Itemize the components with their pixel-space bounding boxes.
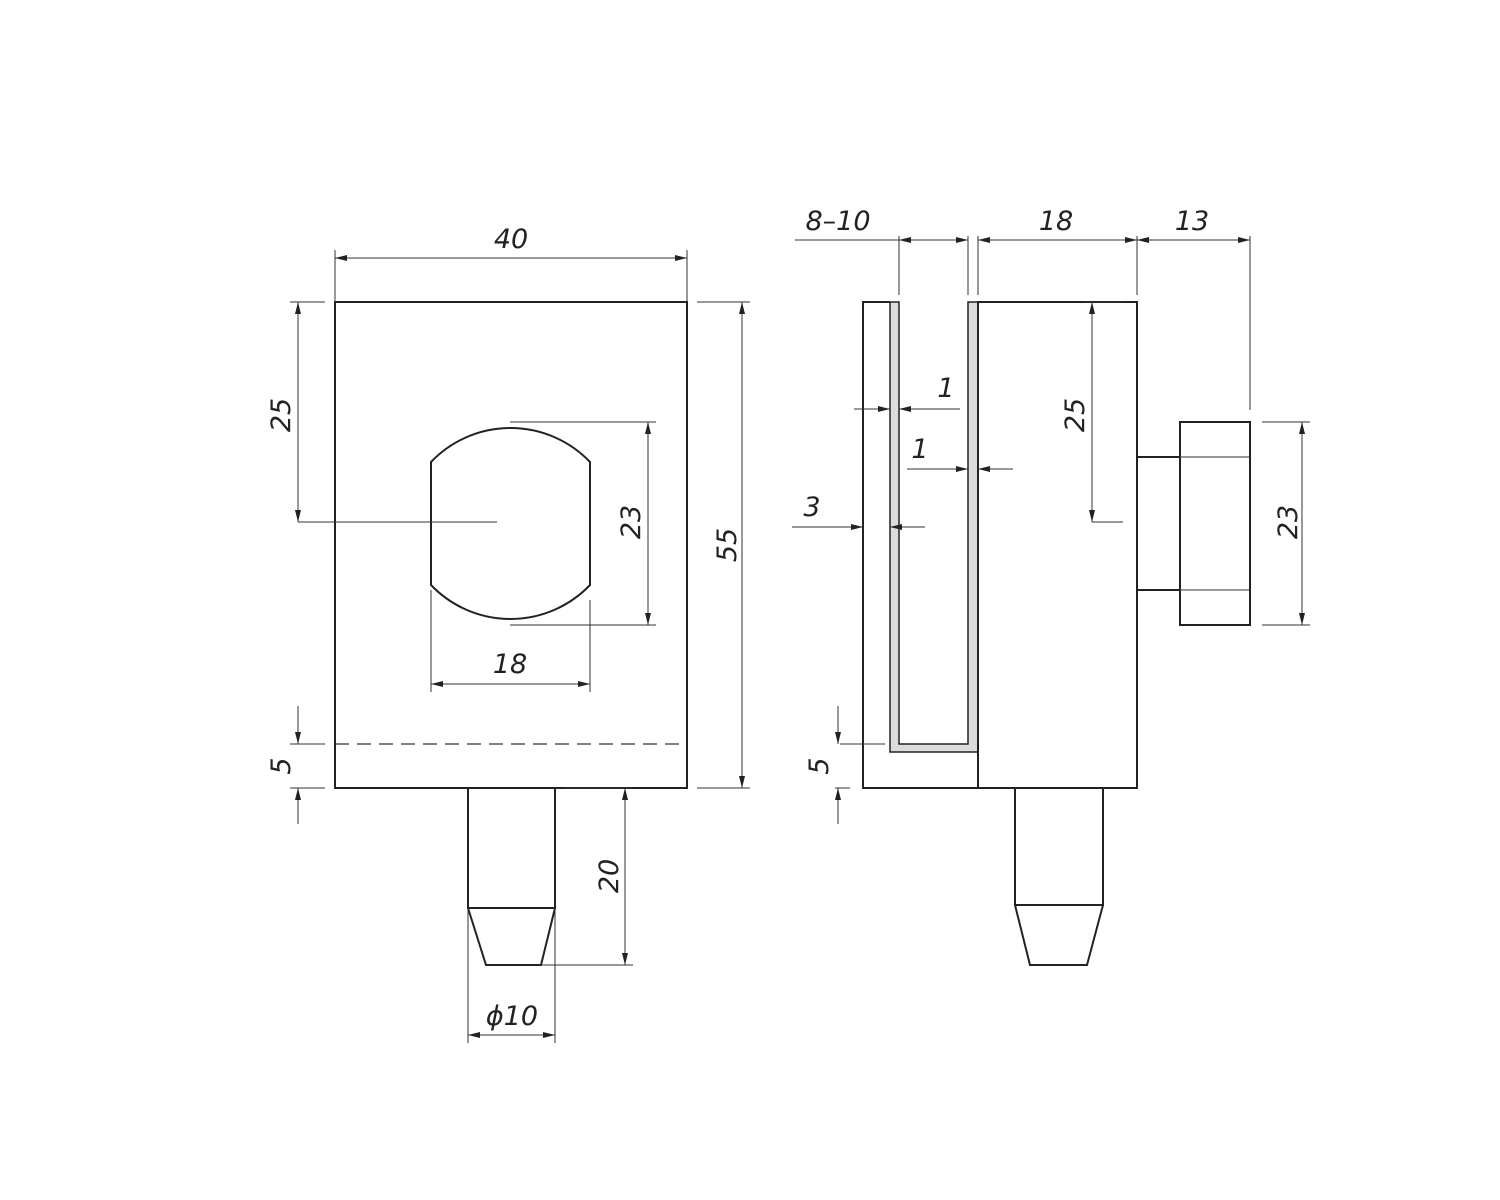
dim-hole-height-label: 23 [616, 505, 647, 539]
knob-neck [1136, 456, 1181, 591]
dim-pin-diameter-label: ϕ10 [486, 1001, 538, 1032]
front-view: 40 25 55 23 18 5 20 ϕ10 [266, 224, 750, 1043]
gasket [889, 301, 979, 753]
front-pin [467, 788, 556, 966]
dim-gasket-left-label: 1 [937, 373, 954, 404]
side-pin [1014, 788, 1104, 966]
dim-width-label: 40 [494, 224, 528, 255]
side-body [977, 301, 1138, 789]
dim-side-base-label: 5 [804, 757, 835, 774]
dim-hole-width-label: 18 [493, 649, 527, 680]
oval-hole [430, 427, 591, 620]
dim-height-label: 55 [712, 528, 743, 562]
clamp-wall [862, 301, 978, 789]
dim-body-depth-label: 18 [1039, 206, 1073, 237]
dim-wall-label: 3 [803, 492, 820, 523]
dim-knob-height-label: 23 [1273, 505, 1304, 539]
dim-base-label: 5 [266, 757, 297, 774]
dim-gasket-right-label: 1 [911, 434, 928, 465]
front-body [334, 301, 688, 789]
dim-glass-thickness-label: 8–10 [805, 206, 870, 237]
dim-hole-center-label: 25 [266, 398, 297, 432]
knob [1179, 421, 1251, 626]
dim-knob-depth-label: 13 [1175, 206, 1209, 237]
dim-pin-length-label: 20 [594, 859, 625, 893]
side-view: 8–10 18 13 1 1 3 25 23 5 [792, 206, 1310, 966]
dim-knob-center-label: 25 [1060, 398, 1091, 432]
